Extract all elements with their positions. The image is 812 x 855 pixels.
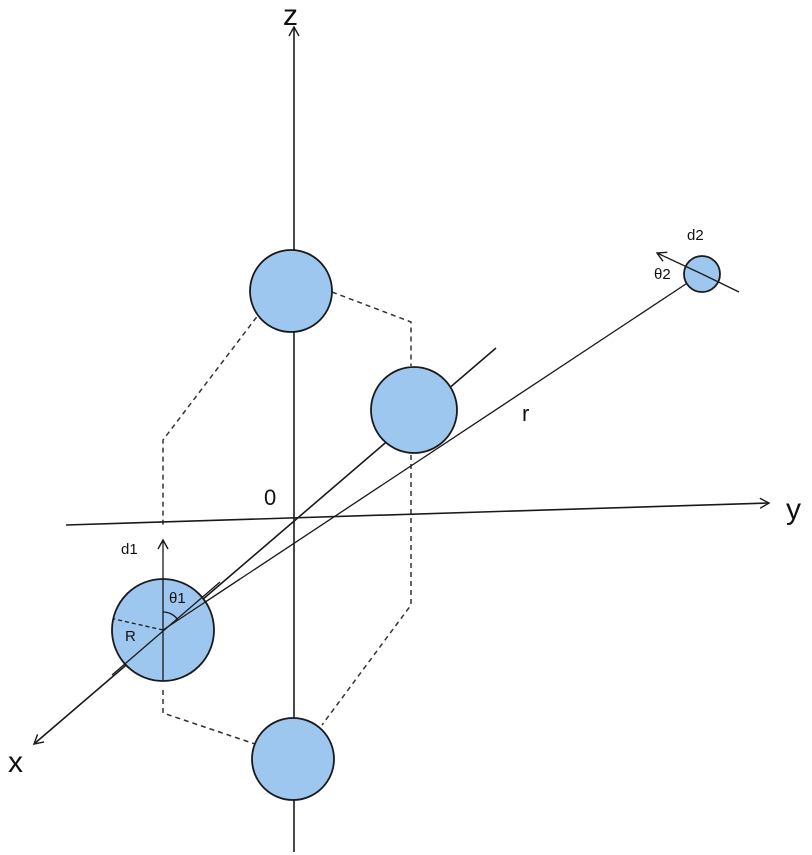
y-axis (65, 497, 771, 526)
sphere-top (249, 249, 333, 333)
radius-label: R (125, 628, 136, 645)
sphere-back (370, 366, 458, 454)
origin-label: 0 (264, 485, 276, 510)
distance-line-r (162, 273, 703, 631)
y-axis-label: y (786, 493, 801, 526)
dashed-frame (162, 291, 412, 746)
angle-arc-theta1 (162, 611, 179, 621)
angle1-label: θ1 (169, 590, 186, 607)
x-axis-label: x (8, 746, 23, 779)
dashed-edge-left-bottom (162, 690, 259, 746)
angle2-label: θ2 (654, 266, 671, 283)
sphere-bottom (251, 717, 335, 801)
r-line-over-sphere-one (162, 578, 241, 631)
dashed-edge-right-bottom (321, 455, 412, 726)
radius-line (113, 618, 164, 631)
dashed-edge-top-left (162, 309, 263, 525)
dipole2-label: d2 (687, 227, 704, 244)
z-axis-label: z (283, 0, 298, 32)
distance-label: r (522, 401, 529, 426)
dipole-d2-axis (701, 273, 740, 293)
dipole-d2-arrow (655, 251, 703, 275)
dashed-edge-top-right (331, 291, 412, 366)
dipole1-label: d1 (121, 541, 138, 558)
